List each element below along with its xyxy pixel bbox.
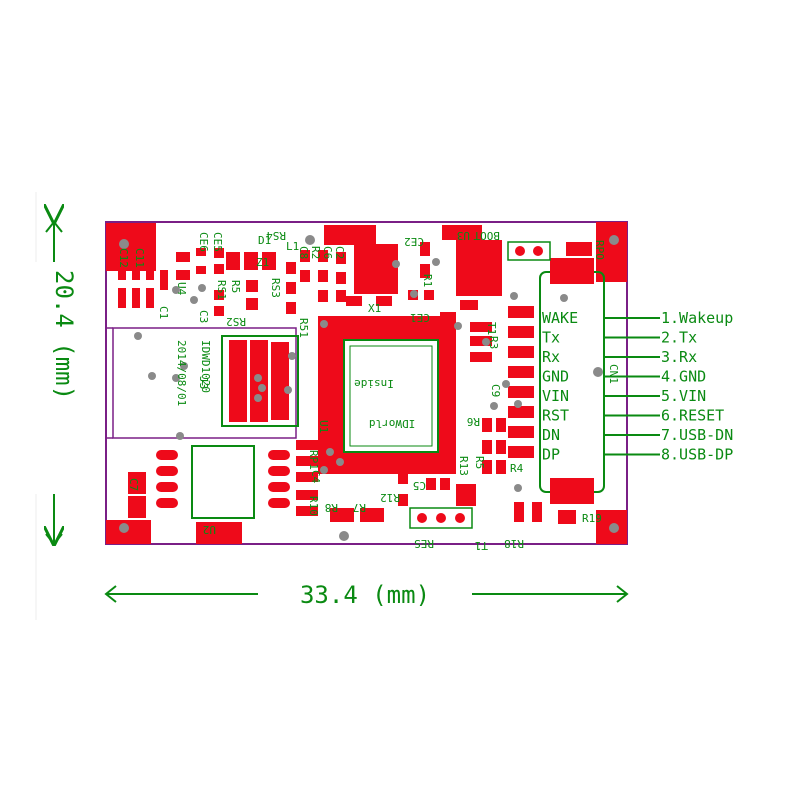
designator-label: C9 bbox=[489, 384, 502, 397]
board-pin-label: DN bbox=[542, 426, 560, 444]
board-pin-label: Rx bbox=[542, 348, 560, 366]
j3-outline bbox=[112, 327, 297, 439]
pin-5-label: 5.VIN bbox=[661, 387, 706, 405]
designator-label: L1 bbox=[286, 240, 299, 253]
designator-label: R18 bbox=[504, 537, 524, 550]
designator-label: R10 bbox=[307, 496, 320, 516]
vias bbox=[119, 235, 619, 541]
designator-label: CE1 bbox=[410, 311, 430, 324]
pin-3-label: 3.Rx bbox=[661, 348, 697, 366]
designator-label: R1 bbox=[421, 274, 434, 287]
designator-label: T1 bbox=[475, 539, 488, 552]
designator-label: T1 bbox=[485, 322, 498, 335]
designator-label: R13 bbox=[457, 456, 470, 476]
designator-label: R5 bbox=[473, 456, 486, 469]
designator-label: C11 bbox=[133, 248, 146, 268]
boot-header bbox=[507, 241, 551, 261]
designator-label: R51 bbox=[297, 318, 310, 338]
j3-silk bbox=[221, 335, 299, 427]
board-pin-label: GND bbox=[542, 368, 569, 386]
board-pin-label: Tx bbox=[542, 329, 560, 347]
board-pin-label: WAKE bbox=[542, 309, 578, 327]
designator-label: RS2 bbox=[226, 315, 246, 328]
smd-parts bbox=[118, 242, 592, 524]
designator-label: RES bbox=[414, 537, 434, 550]
designator-label: C8 bbox=[297, 246, 310, 259]
designator-label: U4 bbox=[175, 282, 188, 296]
designator-label: RP1 bbox=[307, 450, 320, 470]
designator-label: C6 bbox=[321, 246, 334, 259]
designator-label: RS1 bbox=[215, 280, 228, 300]
designator-label: RPO bbox=[593, 240, 606, 260]
pin-7-label: 7.USB-DN bbox=[661, 426, 733, 444]
chip-bottom-text: IDWorld bbox=[369, 417, 415, 430]
height-label: 20.4 (mm) bbox=[50, 270, 78, 400]
designator-label: C1 bbox=[157, 306, 170, 319]
corner-pads bbox=[106, 222, 627, 544]
chip-top-text: Inside bbox=[354, 377, 394, 390]
designator-label: RS4 bbox=[266, 229, 286, 242]
designator-label: R5 bbox=[229, 280, 242, 293]
designator-label: R7 bbox=[353, 501, 366, 514]
designator-label: C5 bbox=[413, 479, 426, 492]
designator-label: CE5 bbox=[211, 232, 224, 252]
cn1-pads bbox=[508, 258, 594, 504]
designator-label: CE6 bbox=[197, 232, 210, 252]
width-dimension: 33.4 (mm) bbox=[104, 578, 629, 610]
designator-label: D1 bbox=[258, 234, 271, 247]
u2-pads bbox=[128, 450, 290, 518]
pin-2-label: 2.Tx bbox=[661, 329, 697, 347]
width-label: 33.4 (mm) bbox=[300, 581, 430, 609]
pin-4-label: 4.GND bbox=[661, 368, 706, 386]
designator-label: R3 bbox=[487, 336, 500, 349]
designator-label: C4 bbox=[309, 470, 322, 484]
designator-label: R2 bbox=[309, 246, 322, 259]
pin-8-label: 8.USB-DP bbox=[661, 446, 733, 464]
designator-label: C3 bbox=[197, 310, 210, 323]
designator-label: R19 bbox=[582, 512, 602, 525]
designator-label: CE2 bbox=[404, 235, 424, 248]
designator-label: J3 bbox=[197, 376, 210, 389]
u1-chip bbox=[318, 316, 456, 474]
designator-label: R6 bbox=[467, 415, 480, 428]
designator-label: U3 bbox=[457, 229, 470, 242]
designator-label: C7 bbox=[127, 478, 140, 491]
designator-label: C12 bbox=[117, 248, 130, 268]
cn1-label: CN1 bbox=[607, 364, 620, 384]
board-pin-label: DP bbox=[542, 446, 560, 464]
designator-label: U2 bbox=[203, 523, 216, 536]
designator-label: BOOT bbox=[473, 229, 500, 242]
designator-label: RS3 bbox=[269, 278, 282, 298]
date-text: 2014/08/01 bbox=[175, 340, 188, 406]
board-pin-label: RST bbox=[542, 407, 569, 425]
designator-label: R4 bbox=[510, 462, 524, 475]
designator-label: R8 bbox=[325, 501, 338, 514]
pin-6-label: 6.RESET bbox=[661, 407, 724, 425]
designator-label: X1 bbox=[368, 302, 381, 315]
board-pin-label: VIN bbox=[542, 387, 569, 405]
u2-silk bbox=[191, 445, 255, 519]
height-dimension: 20.4 (mm) bbox=[34, 192, 78, 620]
designator-label: R12 bbox=[380, 491, 400, 504]
designator-label: U1 bbox=[317, 420, 330, 433]
designator-label: Z1 bbox=[256, 256, 269, 269]
designator-label: C2 bbox=[333, 246, 346, 259]
module-id-text: IDWD1020 bbox=[199, 340, 212, 393]
pin-1-label: 1.Wakeup bbox=[661, 309, 733, 327]
